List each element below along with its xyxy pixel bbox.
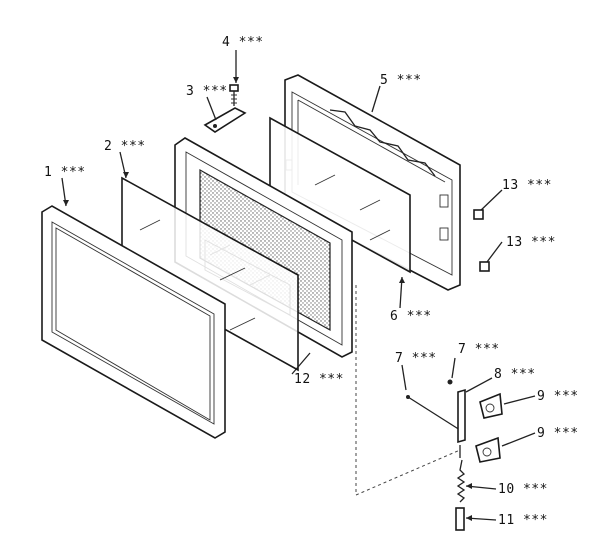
callout-2: 2 ***	[104, 139, 146, 154]
part-2-glass-sheet	[121, 176, 299, 372]
callout-13-upper: 13 ***	[502, 178, 552, 193]
latch-assembly	[406, 379, 503, 531]
part-13-clip-upper	[473, 209, 484, 220]
part-4-screw	[229, 84, 239, 106]
callout-6: 6 ***	[390, 309, 432, 324]
callout-5: 5 ***	[380, 73, 422, 88]
callout-7-left: 7 ***	[395, 351, 437, 366]
callout-3: 3 ***	[186, 84, 228, 99]
callout-1: 1 ***	[44, 165, 86, 180]
callout-8: 8 ***	[494, 367, 536, 382]
callout-13-lower: 13 ***	[506, 235, 556, 250]
callout-9-lower: 9 ***	[537, 426, 579, 441]
part-1-outer-frame	[41, 205, 226, 439]
part-13-clip-lower	[479, 261, 490, 272]
callout-12: 12 ***	[294, 372, 344, 387]
callout-10: 10 ***	[498, 482, 548, 497]
callout-4: 4 ***	[222, 35, 264, 50]
callout-11: 11 ***	[498, 513, 548, 528]
arrow-heads	[63, 77, 472, 521]
callout-9-upper: 9 ***	[537, 389, 579, 404]
part-3-bracket	[203, 107, 247, 133]
assembly-guide-line	[355, 285, 461, 496]
callout-7-right: 7 ***	[458, 342, 500, 357]
part-6-glass-panel	[269, 116, 411, 274]
